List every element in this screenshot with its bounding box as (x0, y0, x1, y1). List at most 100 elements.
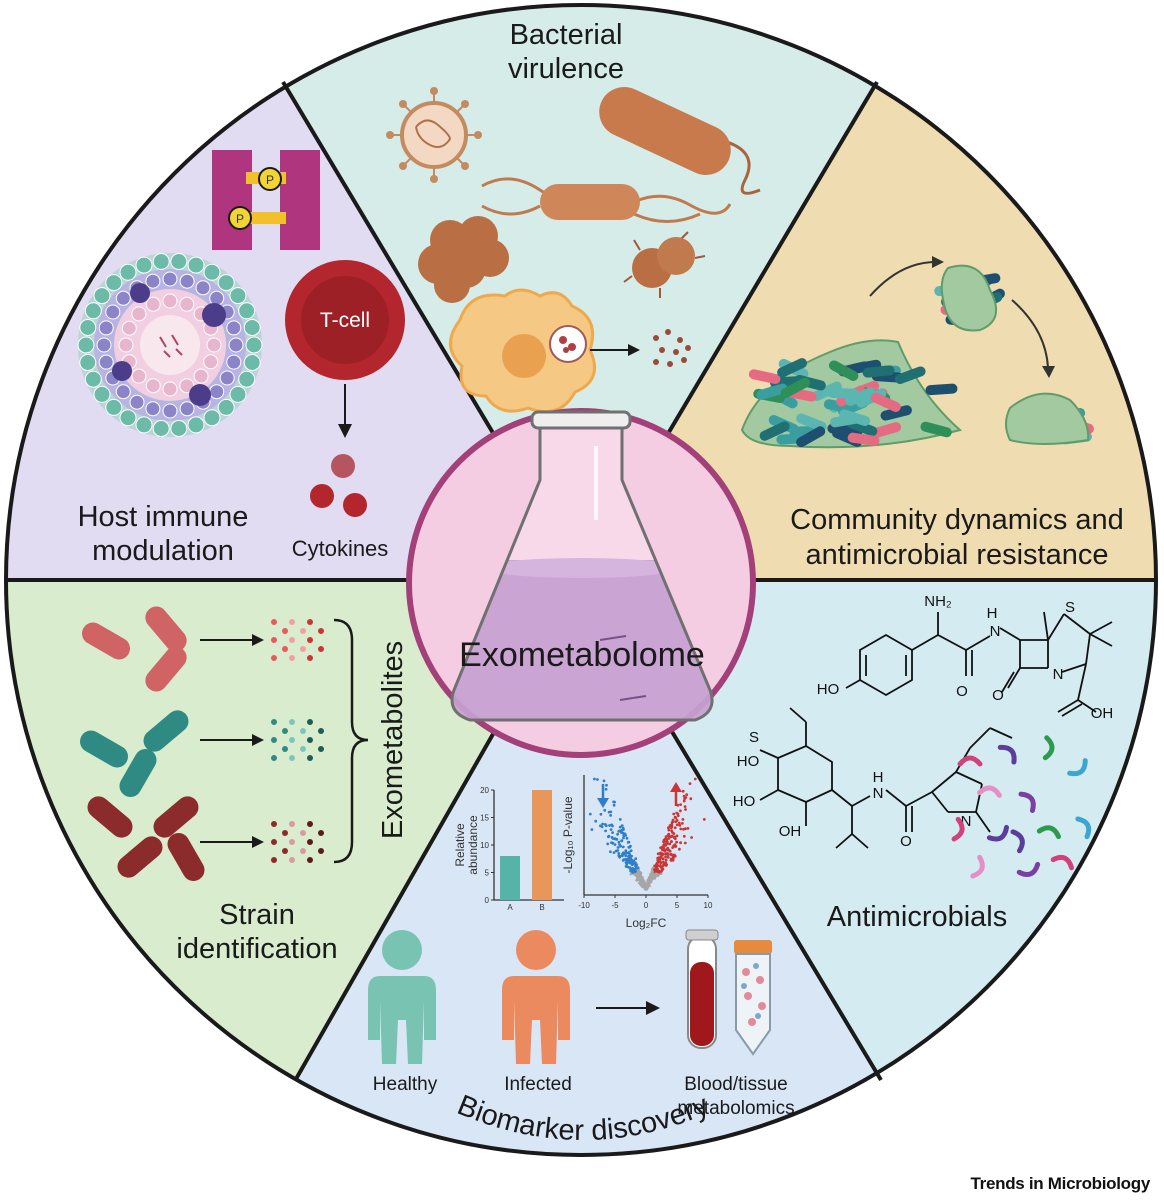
volcano-point (664, 858, 668, 862)
volcano-x-label: Log₂FC (626, 916, 667, 930)
volcano-point (683, 805, 687, 808)
lincomycin-structure (759, 707, 1013, 849)
volcano-point (613, 843, 617, 846)
granuloma-cell (162, 293, 178, 309)
volcano-point (617, 854, 621, 858)
volcano-point (689, 797, 693, 801)
volcano-point (620, 824, 624, 827)
volcano-x-tick-label: 10 (704, 901, 713, 910)
volcano-point (626, 859, 630, 863)
exometabolites-brace (333, 618, 369, 864)
metabolite-dot (307, 719, 313, 725)
volcano-point (688, 782, 692, 785)
volcano-point (661, 864, 665, 867)
infected-label: Infected (504, 1074, 572, 1095)
strain-metabolite-dots (271, 619, 324, 863)
cytokines-label: Cytokines (292, 536, 389, 561)
granuloma-cell (203, 409, 221, 427)
metabolite-dot (289, 839, 295, 845)
atom-ho2: HO (737, 753, 760, 770)
volcano-point (655, 874, 659, 878)
strain-bacteria-maroon (87, 796, 205, 881)
volcano-point (617, 852, 621, 855)
biofilm-small-top (940, 264, 998, 332)
atom-o: O (956, 683, 968, 700)
volcano-point (702, 818, 706, 821)
volcano-point (617, 830, 621, 833)
biofilm-rod (870, 392, 901, 412)
volcano-point (662, 845, 665, 849)
volcano-point (675, 823, 679, 827)
volcano-point (624, 834, 627, 837)
atom-ho3: HO (733, 793, 756, 810)
segment-antimicrobials: NH₂ H N S O N O HO OH S HO HO (733, 593, 1114, 933)
sampling-arrow (596, 1001, 660, 1015)
volcano-point (670, 840, 673, 844)
volcano-point (681, 818, 685, 821)
granuloma-cell (179, 273, 195, 289)
volcano-point (674, 845, 678, 848)
volcano-point (606, 842, 610, 846)
atom-oh2: OH (779, 823, 802, 840)
volcano-point (634, 857, 638, 861)
metabolite-dot (289, 737, 295, 743)
community-title-line1: Community dynamics and (790, 504, 1124, 536)
metabolite-dot (289, 857, 295, 863)
metabolite-dot (271, 755, 277, 761)
volcano-point (629, 849, 633, 852)
granuloma-cell (203, 263, 221, 281)
peptide-fragment (977, 785, 1002, 798)
bar-x-tick-label: A (507, 903, 513, 912)
volcano-point (594, 819, 598, 823)
volcano-point (669, 857, 673, 861)
volcano-point (663, 849, 667, 853)
volcano-point (664, 843, 668, 847)
volcano-point (681, 789, 685, 793)
biofilm-rod (756, 383, 788, 400)
t-cell-icon: T-cell (285, 260, 405, 380)
volcano-point (629, 872, 633, 876)
volcano-point (653, 868, 656, 871)
granuloma-cell (217, 274, 235, 292)
volcano-point (633, 870, 636, 874)
volcano-point (605, 783, 608, 787)
biofilm-rod (925, 383, 958, 396)
volcano-point (622, 858, 626, 861)
metabolite-dot (282, 848, 288, 854)
biofilm-rod (748, 369, 781, 384)
metabolite-dot (307, 821, 313, 827)
metabolite-dot (271, 637, 277, 643)
bar-x-tick-label: B (539, 903, 544, 912)
volcano-point (639, 883, 643, 887)
immune-title-line1: Host immune (78, 501, 249, 533)
metabolite-dot (289, 821, 295, 827)
volcano-point (675, 819, 679, 822)
volcano-point (637, 874, 640, 877)
bar-y-tick-label: 10 (480, 841, 489, 850)
metabolite-dot (282, 830, 288, 836)
volcano-point (650, 872, 653, 875)
segment-virulence-bg (283, 5, 877, 580)
atom-oh: OH (1091, 705, 1114, 722)
metabolite-dot (271, 719, 277, 725)
metabolite-dot (271, 737, 277, 743)
volcano-point (634, 873, 638, 877)
volcano-point (676, 812, 680, 816)
granuloma-cell (238, 302, 256, 320)
volcano-point (632, 861, 636, 865)
metabolite-dot (282, 628, 288, 634)
volcano-point (633, 867, 637, 871)
granuloma-cell (118, 337, 134, 353)
granuloma-cell (187, 256, 205, 274)
atom-n3: N (873, 785, 884, 802)
biofilm-rod (845, 387, 876, 406)
volcano-x-tick-label: -10 (578, 901, 590, 910)
biofilm-rod (828, 360, 859, 381)
metabolite-dots-virulence (653, 329, 691, 367)
volcano-point (640, 880, 644, 884)
bar (500, 856, 520, 900)
granuloma-cell (238, 370, 256, 388)
